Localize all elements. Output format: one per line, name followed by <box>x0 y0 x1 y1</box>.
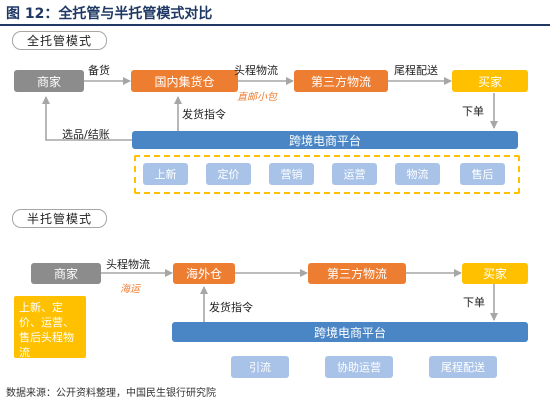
full-edge-stock-label: 备货 <box>88 64 110 77</box>
figure-title: 图 12：全托管与半托管模式对比 <box>6 6 213 22</box>
full-service-item: 营销 <box>269 163 314 185</box>
half-platform-bar: 跨境电商平台 <box>172 322 528 342</box>
half-buyer-node: 买家 <box>462 263 528 284</box>
half-edge-order-label: 下单 <box>463 296 485 309</box>
half-merchant-scope: 上新、定价、运营、售后头程物流 <box>14 296 86 359</box>
full-warehouse-node: 国内集货仓 <box>131 70 238 92</box>
half-service-item: 引流 <box>231 356 289 378</box>
full-edge-first-leg-label: 头程物流 <box>234 64 278 77</box>
full-service-item: 上新 <box>143 163 188 185</box>
full-parcel-note: 直邮小包 <box>237 92 277 103</box>
half-service-item: 协助运营 <box>325 356 393 378</box>
half-merchant-node: 商家 <box>31 263 101 284</box>
full-service-item: 定价 <box>206 163 251 185</box>
half-service-item: 尾程配送 <box>429 356 497 378</box>
half-edge-ship-cmd-label: 发货指令 <box>209 301 253 314</box>
half-third-party-node: 第三方物流 <box>308 263 406 284</box>
full-merchant-node: 商家 <box>14 70 84 92</box>
half-edge-first-leg-label: 头程物流 <box>106 258 150 271</box>
full-edge-order-label: 下单 <box>462 105 484 118</box>
full-service-item: 售后 <box>460 163 505 185</box>
title-rule <box>0 24 550 26</box>
full-service-item: 物流 <box>395 163 440 185</box>
half-overseas-wh-node: 海外仓 <box>173 263 235 284</box>
full-platform-bar: 跨境电商平台 <box>132 131 518 149</box>
full-edge-select-label: 选品/结账 <box>62 128 110 141</box>
full-edge-ship-cmd-label: 发货指令 <box>182 108 226 121</box>
full-section-label: 全托管模式 <box>12 31 107 50</box>
full-third-party-node: 第三方物流 <box>294 70 388 92</box>
full-service-item: 运营 <box>332 163 377 185</box>
full-edge-last-mile-label: 尾程配送 <box>394 64 438 77</box>
full-buyer-node: 买家 <box>452 70 528 92</box>
half-section-label: 半托管模式 <box>12 209 107 228</box>
half-sea-note: 海运 <box>120 284 140 295</box>
full-services-box <box>134 155 520 194</box>
source-note: 数据来源：公开资料整理，中国民生银行研究院 <box>6 388 216 399</box>
